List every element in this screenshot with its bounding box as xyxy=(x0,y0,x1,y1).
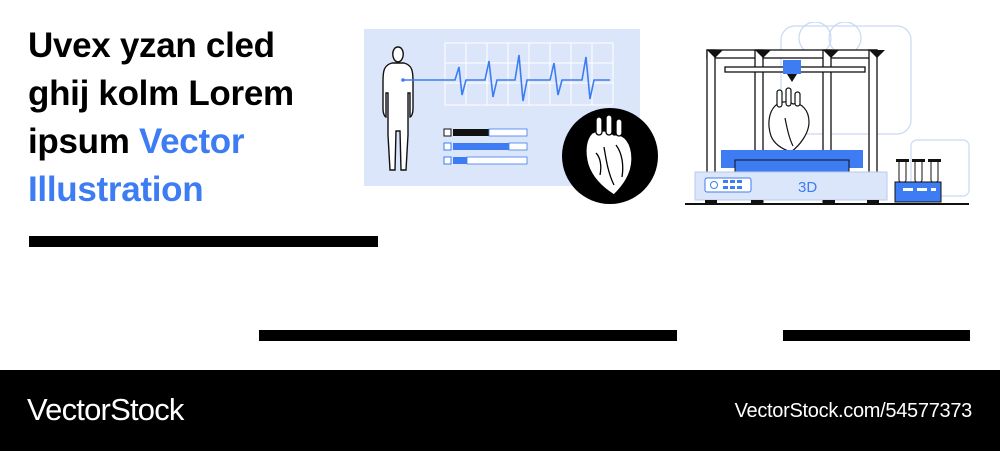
footer-brand: VectorStock xyxy=(27,392,184,427)
control-keys xyxy=(723,180,742,189)
printer-feet xyxy=(705,200,879,205)
footer-banner xyxy=(0,370,1000,451)
vital-stat-bars xyxy=(443,128,528,165)
test-tube-rack xyxy=(894,159,942,203)
headline-plain: ipsum xyxy=(28,122,139,161)
nozzle-icon xyxy=(787,74,797,82)
ecg-waveform xyxy=(404,54,610,102)
anatomical-heart-icon xyxy=(585,114,633,196)
bioprinter-illustration: 3D xyxy=(685,22,970,205)
human-body-outline xyxy=(382,46,414,171)
ecg-monitor-illustration xyxy=(364,29,658,204)
heart-marker xyxy=(401,78,405,82)
print-head xyxy=(783,60,801,74)
headline-line-4: Illustration xyxy=(28,170,204,209)
footer-stock-id: VectorStock.com/54577373 xyxy=(734,400,973,422)
background-outline xyxy=(780,25,912,135)
headline-accent: Vector xyxy=(139,122,245,161)
power-knob-icon xyxy=(710,181,718,189)
headline-line-1: Uvex yzan cled xyxy=(28,26,275,65)
divider-bar-left xyxy=(29,236,378,247)
printed-heart-icon xyxy=(768,87,810,153)
headline-line-3: ipsum Vector xyxy=(28,118,358,166)
headline-line-2: ghij kolm Lorem xyxy=(28,74,294,113)
printer-3d-label: 3D xyxy=(798,179,817,196)
divider-bar-middle xyxy=(259,330,677,341)
headline: Uvex yzan cled ghij kolm Lorem ipsum Vec… xyxy=(28,22,358,214)
divider-bar-right xyxy=(783,330,970,341)
